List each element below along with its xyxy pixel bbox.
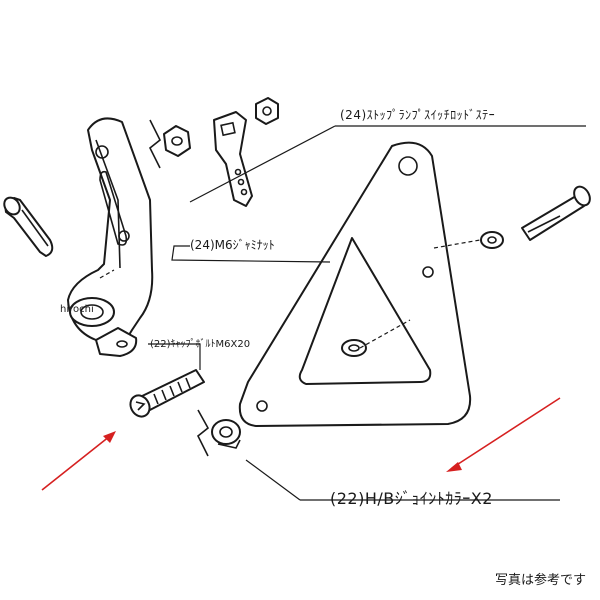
leader-lines xyxy=(99,125,586,501)
bolt-right xyxy=(521,185,591,241)
break-mark-lower xyxy=(196,409,210,457)
reference-caption: 写真は参考です xyxy=(494,573,586,588)
m6-jam-nut xyxy=(163,125,191,157)
watermark: hirochi xyxy=(60,304,94,315)
cap-bolt xyxy=(129,369,205,418)
washer-right xyxy=(480,231,504,249)
break-mark-upper xyxy=(148,119,162,169)
pivot-pin xyxy=(3,196,54,257)
stop-lamp-switch-rod-stay xyxy=(213,111,253,207)
stay-nut xyxy=(255,97,279,125)
label-m6-jam-nut: (24)M6ｼﾞｬﾐﾅｯﾄ xyxy=(190,238,275,252)
label-joint-collar: (22)H/BｼﾞｮｲﾝﾄｶﾗｰX2 xyxy=(330,489,493,508)
red-arrows xyxy=(41,397,561,491)
joint-collar xyxy=(211,419,241,449)
triangular-bracket xyxy=(238,141,472,427)
pedal-arm xyxy=(67,117,154,357)
label-stop-lamp-switch-rod-stay: (24)ｽﾄｯﾌﾟﾗﾝﾌﾟｽｲｯﾁﾛｯﾄﾞｽﾃｰ xyxy=(340,108,496,122)
label-cap-bolt: (22)ｷｬｯﾌﾟﾎﾞﾙﾄM6X20 xyxy=(150,339,251,350)
